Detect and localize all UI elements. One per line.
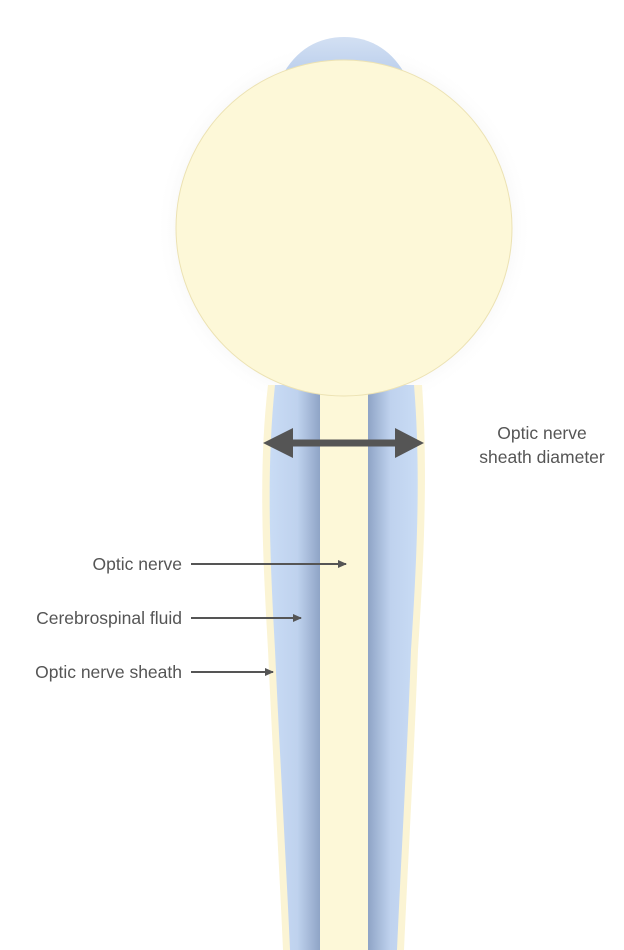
- optic-nerve-sheath-label: Optic nerve sheath: [35, 662, 182, 682]
- csf-left: [269, 385, 320, 950]
- optic-nerve-label: Optic nerve: [93, 554, 182, 574]
- eyeball: [175, 59, 513, 397]
- sheath-diameter-label-line1: Optic nerve: [497, 423, 586, 443]
- csf-right: [368, 385, 418, 950]
- sheath-diameter-label-line2: sheath diameter: [479, 447, 605, 467]
- csf-label: Cerebrospinal fluid: [36, 608, 182, 628]
- sheath-diameter-arrow: [263, 428, 424, 458]
- optic-nerve-core: [320, 385, 368, 950]
